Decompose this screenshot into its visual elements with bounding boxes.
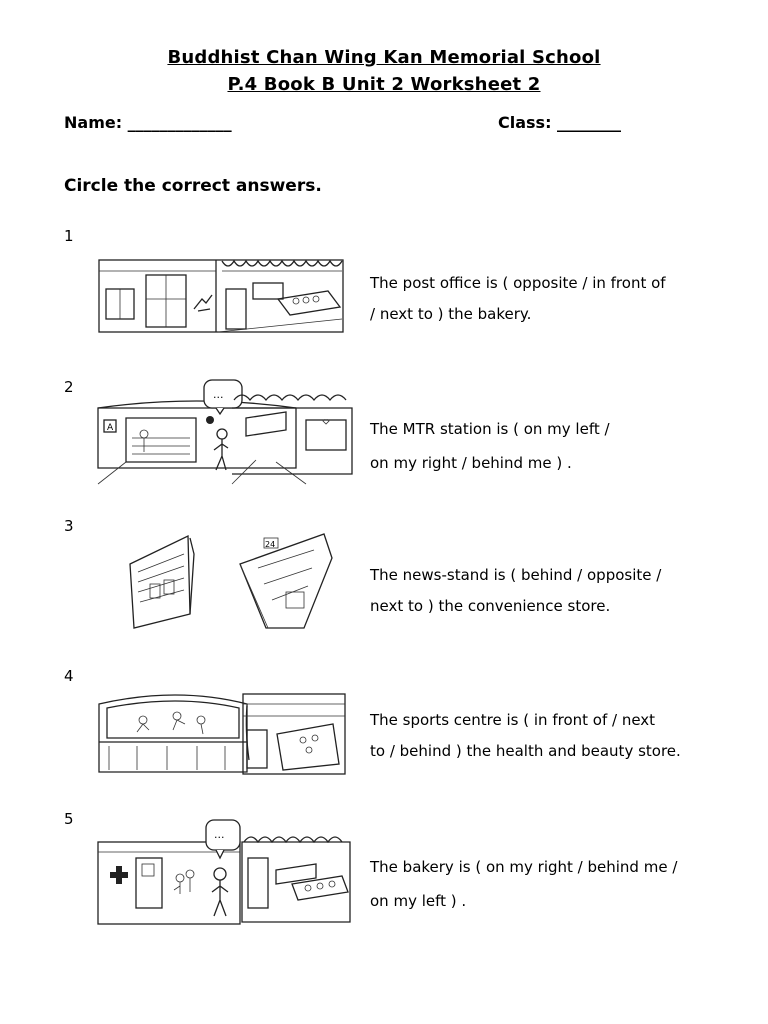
speech-bubble-text: ... bbox=[214, 828, 225, 841]
instruction-text: Circle the correct answers. bbox=[64, 176, 322, 196]
speech-bubble-text: ... bbox=[213, 388, 224, 401]
question-number: 2 bbox=[64, 378, 74, 396]
store-sign-text: 24 bbox=[265, 540, 275, 549]
question-number: 3 bbox=[64, 517, 74, 535]
name-field-label: Name: _____________ bbox=[64, 113, 232, 132]
news-stand-store-illustration: 24 bbox=[129, 533, 333, 629]
question-text: The MTR station is ( on my left / on my … bbox=[370, 420, 610, 472]
question-text: The sports centre is ( in front of / nex… bbox=[370, 711, 681, 760]
sports-centre-illustration bbox=[98, 693, 346, 775]
question-number: 1 bbox=[64, 227, 74, 245]
question-text: The news-stand is ( behind / opposite / … bbox=[370, 566, 662, 615]
mtr-station-illustration: A ... bbox=[97, 379, 353, 485]
question-number: 5 bbox=[64, 810, 74, 828]
worksheet-title: P.4 Book B Unit 2 Worksheet 2 bbox=[227, 74, 541, 95]
question-text: The bakery is ( on my right / behind me … bbox=[370, 858, 678, 910]
question-number: 4 bbox=[64, 667, 74, 685]
post-office-bakery-illustration bbox=[98, 259, 344, 333]
question-text: The post office is ( opposite / in front… bbox=[370, 274, 666, 323]
school-title: Buddhist Chan Wing Kan Memorial School bbox=[167, 47, 601, 68]
mtr-sign-text: A bbox=[107, 423, 114, 433]
class-field-label: Class: ________ bbox=[498, 113, 622, 132]
bakery-direction-illustration: ... bbox=[97, 819, 351, 925]
